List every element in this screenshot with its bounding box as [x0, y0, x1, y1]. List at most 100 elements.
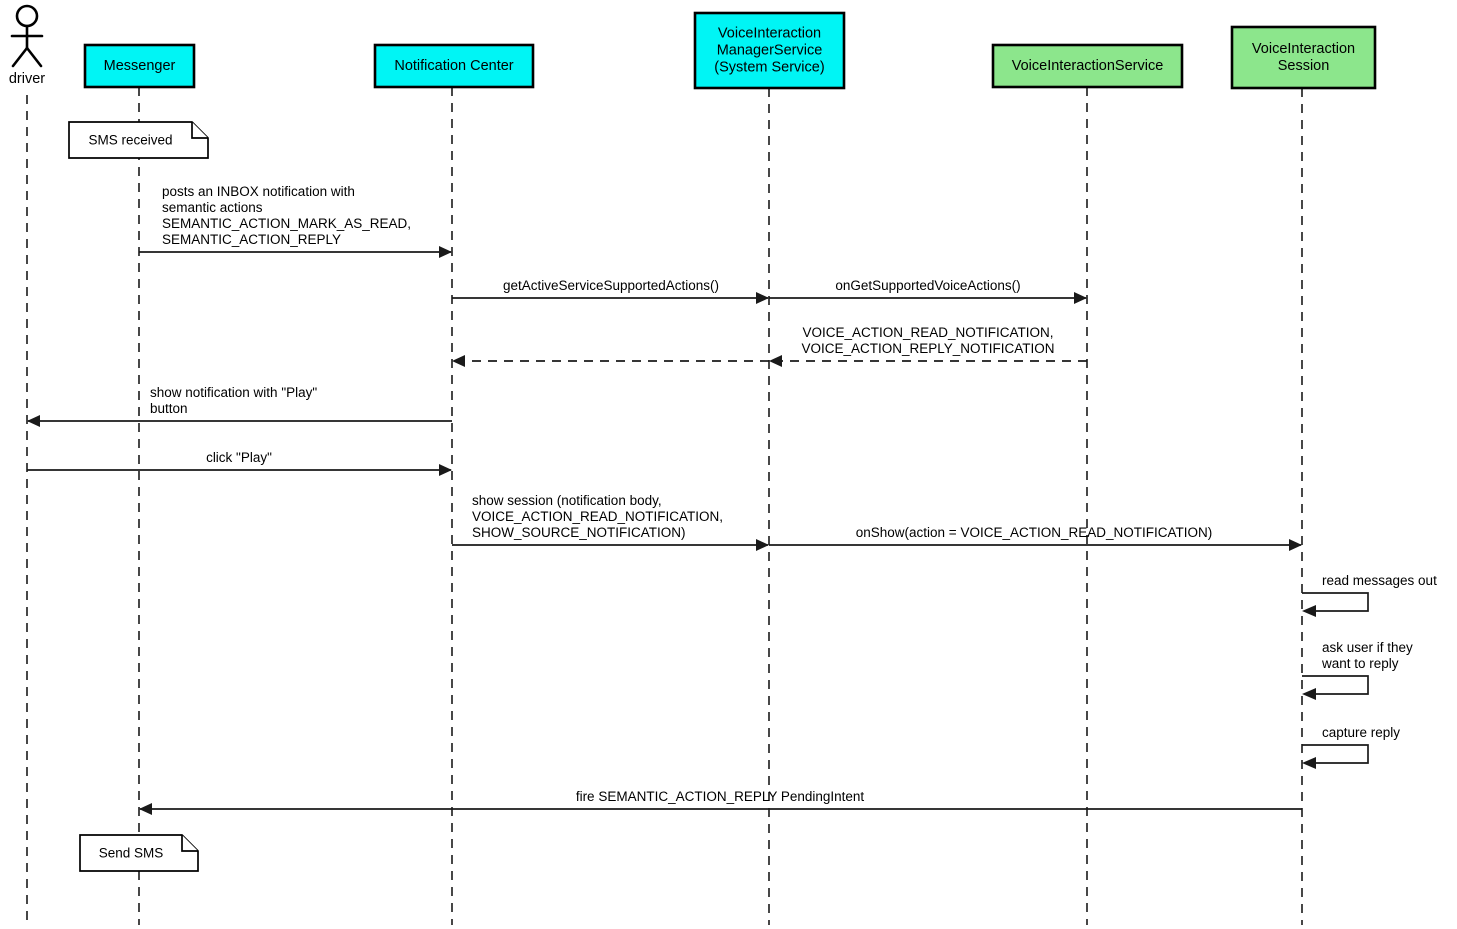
self-message-arrowhead-self-read-messages-out [1302, 605, 1316, 617]
message-label-msg-post-inbox-notification-line: SEMANTIC_ACTION_REPLY [162, 232, 341, 247]
message-label-msg-post-inbox-notification: posts an INBOX notification withsemantic… [162, 184, 411, 247]
message-arrowhead-msg-on-get-supported-voice-actions [1074, 292, 1087, 304]
actor-label-driver: driver [9, 71, 45, 87]
self-message-label-self-read-messages-out: read messages out [1322, 573, 1437, 588]
message-label-msg-show-session: show session (notification body,VOICE_AC… [472, 493, 723, 540]
note-label-note-send-sms: Send SMS [99, 846, 164, 861]
participant-label-voice-interaction-manager-service-line: ManagerService [717, 42, 823, 58]
message-label-msg-show-session-line: show session (notification body, [472, 493, 662, 508]
message-msg-show-session[interactable]: show session (notification body,VOICE_AC… [452, 493, 769, 551]
message-label-msg-get-active-service-supported-actions: getActiveServiceSupportedActions() [503, 278, 719, 293]
participant-label-notification-center: Notification Center [394, 58, 513, 74]
self-message-label-self-ask-user-if-they-want-to-reply-line: ask user if they [1322, 640, 1413, 655]
self-message-line-self-read-messages-out [1302, 592, 1369, 612]
participant-label-voice-interaction-service-line: VoiceInteractionService [1012, 58, 1164, 74]
message-label-msg-return-voice-actions-to-manager-line: VOICE_ACTION_READ_NOTIFICATION, [802, 325, 1053, 340]
message-label-msg-return-voice-actions-to-manager: VOICE_ACTION_READ_NOTIFICATION,VOICE_ACT… [801, 325, 1054, 356]
participant-label-voice-interaction-manager-service-line: VoiceInteraction [718, 25, 821, 41]
participant-label-voice-interaction-manager-service-line: (System Service) [714, 59, 824, 75]
message-msg-on-get-supported-voice-actions[interactable]: onGetSupportedVoiceActions() [769, 278, 1087, 304]
message-msg-fire-semantic-action-reply-pending-intent[interactable]: fire SEMANTIC_ACTION_REPLY PendingIntent [139, 789, 1302, 815]
message-arrowhead-msg-on-show [1289, 539, 1302, 551]
message-msg-click-play[interactable]: click "Play" [27, 450, 452, 476]
message-arrowhead-msg-click-play [439, 464, 452, 476]
message-label-msg-on-show: onShow(action = VOICE_ACTION_READ_NOTIFI… [856, 525, 1212, 540]
participant-box-voice-interaction-manager-service[interactable] [693, 11, 846, 90]
self-message-label-self-ask-user-if-they-want-to-reply-line: want to reply [1321, 656, 1399, 671]
actor-leg-right-icon [25, 46, 43, 68]
message-label-msg-click-play: click "Play" [206, 450, 272, 465]
message-label-msg-fire-semantic-action-reply-pending-intent: fire SEMANTIC_ACTION_REPLY PendingIntent [576, 789, 865, 804]
message-label-msg-return-voice-actions-to-manager-line: VOICE_ACTION_REPLY_NOTIFICATION [801, 341, 1054, 356]
message-label-msg-fire-semantic-action-reply-pending-intent-line: fire SEMANTIC_ACTION_REPLY PendingIntent [576, 789, 865, 804]
message-label-msg-on-show-line: onShow(action = VOICE_ACTION_READ_NOTIFI… [856, 525, 1212, 540]
note-body-note-sms-received [68, 121, 209, 159]
message-arrowhead-msg-post-inbox-notification [439, 246, 452, 258]
self-message-line-self-ask-user-if-they-want-to-reply [1302, 675, 1369, 695]
participant-label-voice-interaction-service: VoiceInteractionService [1012, 58, 1164, 74]
message-msg-show-notification-with-play-button[interactable]: show notification with "Play"button [27, 385, 452, 427]
message-arrowhead-msg-show-notification-with-play-button [27, 415, 40, 427]
message-msg-return-voice-actions-to-notification-center[interactable] [452, 355, 769, 367]
self-message-label-self-capture-reply: capture reply [1322, 725, 1400, 740]
self-message-label-self-read-messages-out-line: read messages out [1322, 573, 1437, 588]
message-label-msg-on-get-supported-voice-actions-line: onGetSupportedVoiceActions() [835, 278, 1020, 293]
self-message-arrowhead-self-ask-user-if-they-want-to-reply [1302, 688, 1316, 700]
message-label-msg-on-get-supported-voice-actions: onGetSupportedVoiceActions() [835, 278, 1020, 293]
self-message-line-self-capture-reply [1302, 744, 1369, 764]
note-fold-icon-note-send-sms [181, 835, 198, 852]
note-body-note-send-sms [79, 834, 199, 872]
lifelines-layer [26, 87, 1303, 925]
participant-box-voice-interaction-session[interactable] [1230, 25, 1377, 90]
message-arrowhead-msg-get-active-service-supported-actions [756, 292, 769, 304]
message-label-msg-click-play-line: click "Play" [206, 450, 272, 465]
note-label-note-sms-received: SMS received [88, 133, 172, 148]
message-label-msg-show-session-line: SHOW_SOURCE_NOTIFICATION) [472, 525, 686, 540]
participant-box-voice-interaction-service[interactable] [991, 43, 1184, 89]
note-note-sms-received[interactable]: SMS received [68, 121, 209, 159]
message-arrowhead-msg-return-voice-actions-to-notification-center [452, 355, 465, 367]
message-msg-post-inbox-notification[interactable]: posts an INBOX notification withsemantic… [139, 184, 452, 258]
message-label-msg-post-inbox-notification-line: semantic actions [162, 200, 263, 215]
message-label-msg-show-notification-with-play-button-line: button [150, 401, 188, 416]
message-msg-get-active-service-supported-actions[interactable]: getActiveServiceSupportedActions() [452, 278, 769, 304]
note-note-send-sms[interactable]: Send SMS [79, 834, 199, 872]
actor-leg-left-icon [11, 46, 29, 68]
note-fold-icon-note-sms-received [191, 122, 208, 139]
participant-box-messenger[interactable] [83, 43, 196, 89]
message-msg-return-voice-actions-to-manager[interactable]: VOICE_ACTION_READ_NOTIFICATION,VOICE_ACT… [769, 325, 1087, 367]
message-label-msg-show-session-line: VOICE_ACTION_READ_NOTIFICATION, [472, 509, 723, 524]
participant-label-voice-interaction-session-line: VoiceInteraction [1252, 41, 1355, 57]
self-message-arrowhead-self-capture-reply [1302, 757, 1316, 769]
message-label-msg-show-notification-with-play-button: show notification with "Play"button [150, 385, 317, 416]
actor-head-icon [15, 4, 39, 28]
actor-driver[interactable]: driver [9, 4, 45, 87]
message-arrowhead-msg-fire-semantic-action-reply-pending-intent [139, 803, 152, 815]
participants-layer: driver Messenger Notification Center VoiceI… [9, 4, 1377, 90]
participant-label-voice-interaction-session-line: Session [1278, 58, 1330, 74]
participant-notification-center[interactable]: Notification Center [373, 43, 535, 89]
message-arrowhead-msg-show-session [756, 539, 769, 551]
message-label-msg-post-inbox-notification-line: posts an INBOX notification with [162, 184, 355, 199]
self-message-label-self-capture-reply-line: capture reply [1322, 725, 1400, 740]
self-message-self-capture-reply[interactable]: capture reply [1302, 725, 1400, 769]
participant-messenger[interactable]: Messenger [83, 43, 196, 89]
message-arrowhead-msg-return-voice-actions-to-manager [769, 355, 782, 367]
participant-label-messenger-line: Messenger [104, 58, 176, 74]
participant-label-notification-center-line: Notification Center [394, 58, 513, 74]
participant-voice-interaction-service[interactable]: VoiceInteractionService [991, 43, 1184, 89]
message-label-msg-get-active-service-supported-actions-line: getActiveServiceSupportedActions() [503, 278, 719, 293]
self-message-self-read-messages-out[interactable]: read messages out [1302, 573, 1437, 617]
participant-label-messenger: Messenger [104, 58, 176, 74]
message-msg-on-show[interactable]: onShow(action = VOICE_ACTION_READ_NOTIFI… [769, 525, 1302, 551]
participant-box-notification-center[interactable] [373, 43, 535, 89]
